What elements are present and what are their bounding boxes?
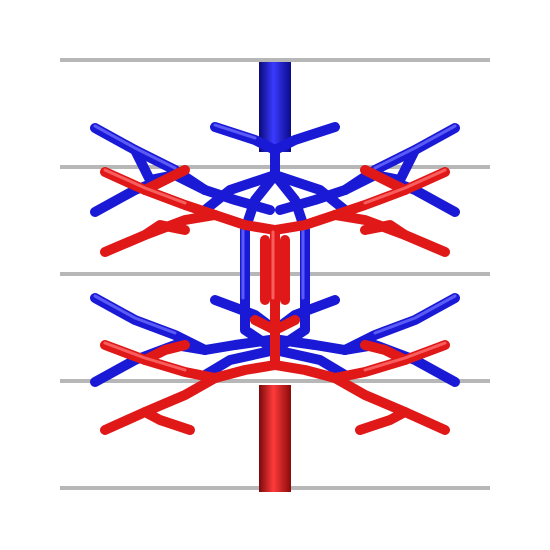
blue-pillar [259,62,291,152]
blue-highlights [93,123,457,335]
red-network [100,165,450,492]
red-highlights [103,168,447,372]
red-pillar [259,385,291,492]
red-framework-upper [100,165,450,305]
red-framework-lower [100,295,450,435]
